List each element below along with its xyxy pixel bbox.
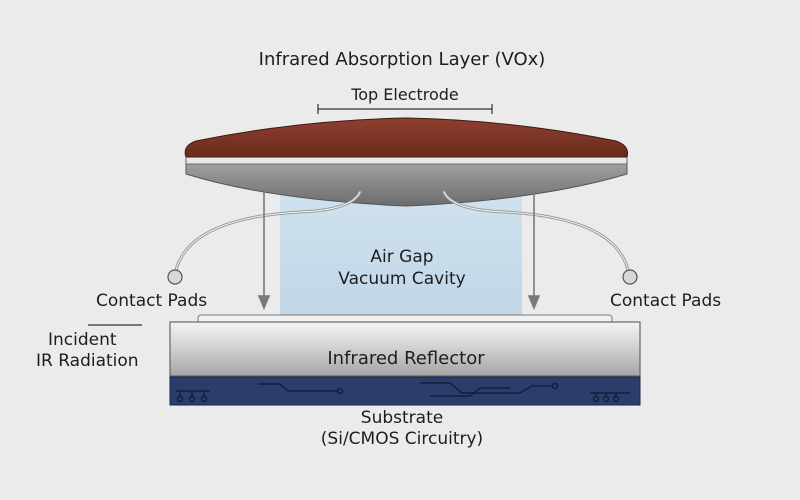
contact-pads-left-label: Contact Pads bbox=[96, 291, 208, 311]
substrate bbox=[169, 376, 641, 406]
circuit-nodes bbox=[176, 382, 620, 403]
contact-pad-right bbox=[622, 269, 638, 285]
membrane-underside bbox=[185, 159, 628, 207]
reflector-label: Infrared Reflector bbox=[327, 348, 485, 369]
contact-pad-left bbox=[167, 269, 183, 285]
top-electrode-bracket bbox=[317, 104, 493, 114]
air-gap-label: Air Gap bbox=[370, 247, 434, 267]
substrate-circuitry-label: (Si/CMOS Circuitry) bbox=[320, 429, 484, 449]
ir-radiation-label: IR Radiation bbox=[36, 351, 139, 371]
ir-arrows bbox=[257, 190, 541, 311]
circuit-traces bbox=[176, 382, 630, 398]
substrate-label: Substrate bbox=[360, 408, 444, 428]
incident-label: Incident bbox=[48, 330, 117, 350]
infrared-reflector bbox=[169, 321, 641, 377]
absorption-layer-label: Infrared Absorption Layer (VOx) bbox=[258, 49, 546, 70]
contact-pads-right-label: Contact Pads bbox=[610, 291, 722, 311]
vacuum-cavity-label: Vacuum Cavity bbox=[338, 269, 466, 289]
absorption-layer bbox=[184, 117, 628, 158]
top-electrode-label: Top Electrode bbox=[351, 85, 459, 104]
support-legs-highlight bbox=[175, 191, 629, 271]
